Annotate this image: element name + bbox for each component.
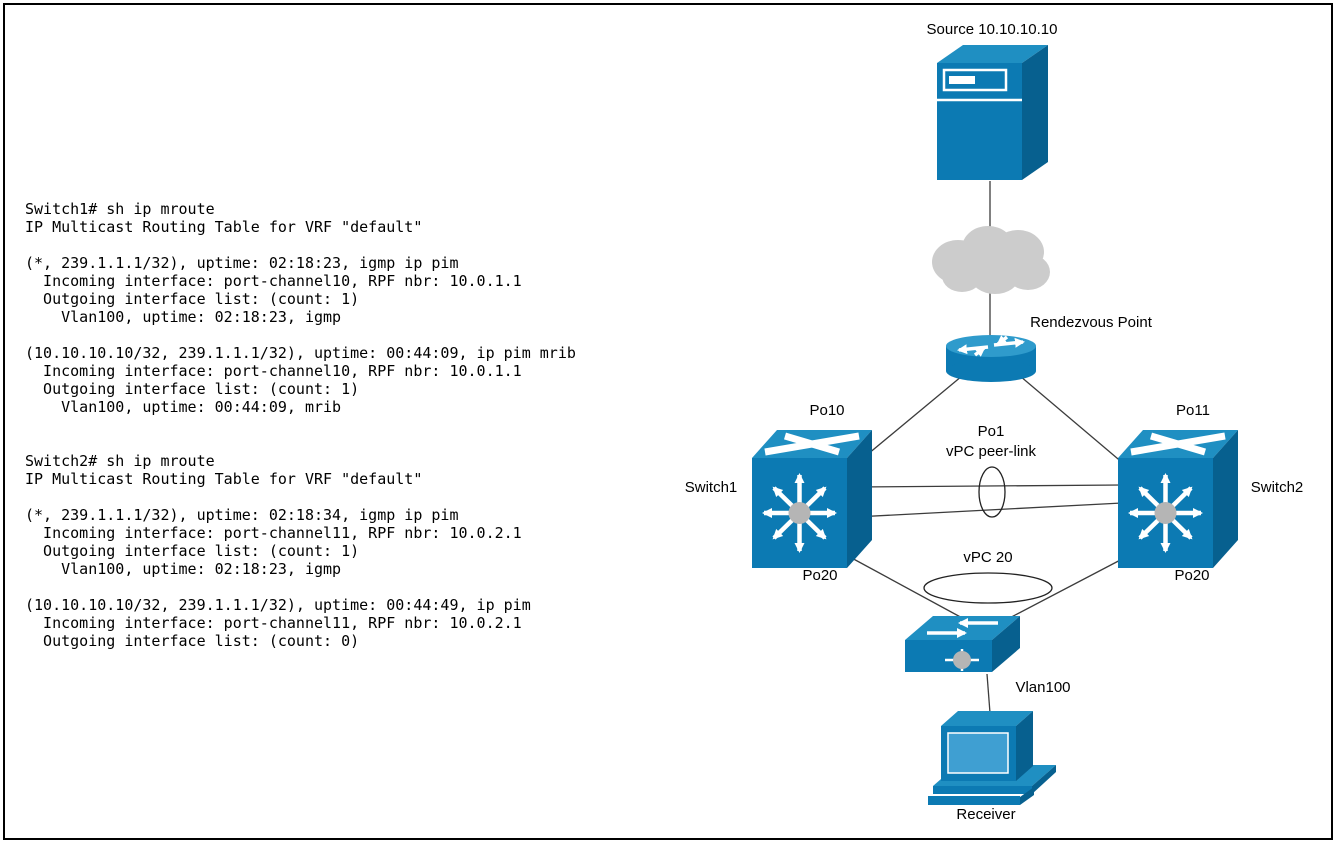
vlan100-label: Vlan100	[1015, 679, 1071, 696]
vpc20-label: vPC 20	[963, 549, 1013, 566]
switch2-label: Switch2	[1250, 479, 1304, 496]
link-router-switch2	[1019, 375, 1125, 465]
po1-label: Po1	[977, 423, 1005, 440]
l2-switch-icon	[905, 616, 1020, 672]
link-router-switch1	[855, 375, 963, 465]
nexus-switch-icon-switch1	[752, 430, 872, 568]
po11-label: Po11	[1176, 402, 1210, 419]
link-switch1-l2switch	[847, 555, 978, 627]
nexus-switch-icon-switch2	[1118, 430, 1238, 568]
vpc-peerlink-label: vPC peer-link	[945, 443, 1037, 460]
link-switch2-l2switch	[997, 555, 1129, 625]
po10-label: Po10	[809, 402, 845, 419]
link-peerlink-1	[854, 484, 1123, 488]
receiver-label: Receiver	[956, 806, 1016, 823]
po1-peerlink-ellipse	[978, 466, 1006, 518]
cloud-icon	[932, 226, 1050, 294]
receiver-computer-icon	[928, 711, 1056, 805]
server-icon	[937, 45, 1048, 180]
switch2-console-output: Switch2# sh ip mroute IP Multicast Routi…	[25, 452, 531, 650]
rendezvous-point-label: Rendezvous Point	[1030, 314, 1152, 331]
router-icon	[946, 335, 1036, 382]
link-l2switch-receiver	[986, 673, 991, 714]
po20-switch1-label: Po20	[802, 567, 838, 584]
link-peerlink-2	[854, 502, 1123, 518]
vpc20-ellipse	[923, 572, 1053, 604]
po20-switch2-label: Po20	[1174, 567, 1210, 584]
switch1-console-output: Switch1# sh ip mroute IP Multicast Routi…	[25, 200, 576, 416]
switch1-label: Switch1	[684, 479, 738, 496]
source-label: Source 10.10.10.10	[926, 21, 1058, 38]
